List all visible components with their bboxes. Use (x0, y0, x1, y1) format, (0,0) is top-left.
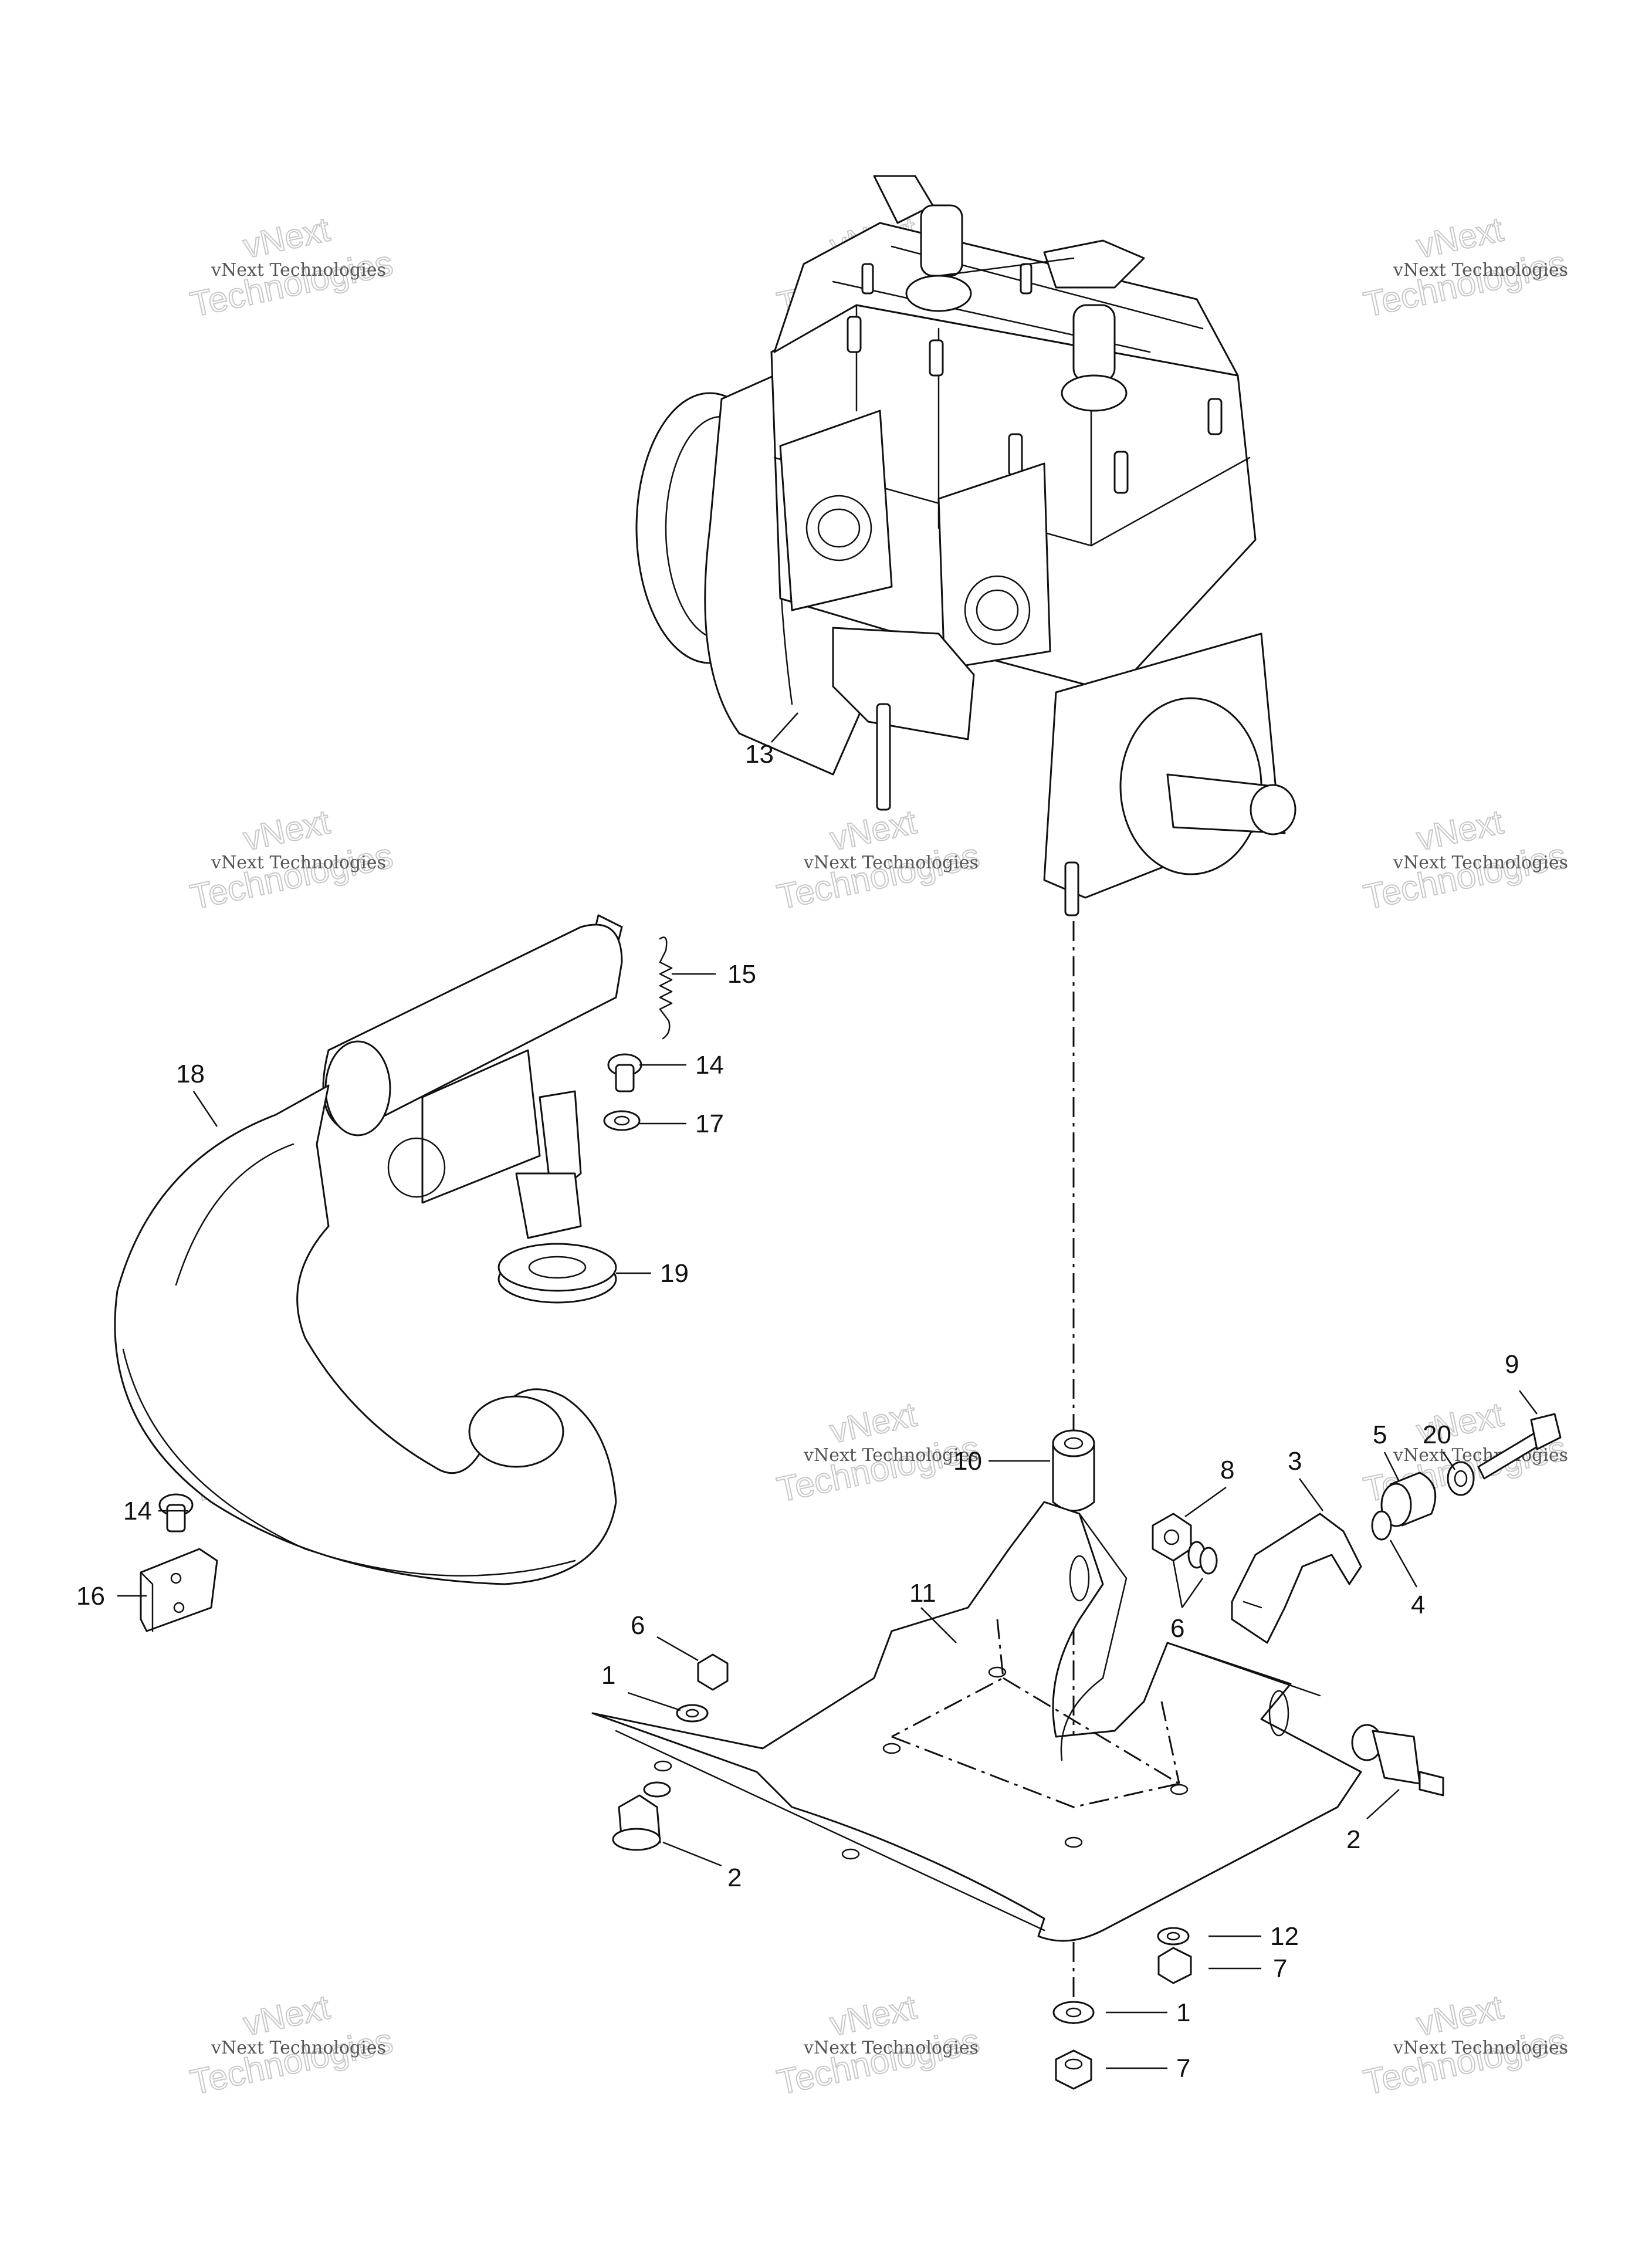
svg-text:vNext Technologies: vNext Technologies (211, 260, 386, 280)
callout-11: 11 (909, 1579, 936, 1608)
svg-text:vNext Technologies: vNext Technologies (803, 2038, 979, 2058)
muffler-part-18 (114, 914, 623, 1585)
callout-18: 18 (176, 1060, 205, 1088)
callout-7-upper: 7 (1273, 1954, 1287, 1983)
callout-14-lower: 14 (123, 1497, 152, 1525)
bolt-part-9 (1477, 1413, 1562, 1480)
head-bolts (847, 263, 1223, 494)
washer-part-1-upper (676, 1704, 709, 1723)
washer-part-4 (1371, 1510, 1392, 1541)
exhaust-ports (779, 410, 1051, 670)
nut-part-6 (697, 1653, 729, 1691)
callout-12: 12 (1270, 1922, 1299, 1951)
watermark-mid-left: Technologies vNext vNext Technologies (187, 802, 397, 917)
fuel-fittings (873, 175, 1145, 412)
callout-10: 10 (953, 1447, 982, 1476)
callout-6-right: 6 (1170, 1614, 1184, 1643)
callout-13: 13 (745, 740, 774, 769)
callout-2-right: 2 (1346, 1825, 1360, 1854)
watermark-lower-center: Technologies vNext vNext Technologies (773, 1395, 984, 1510)
svg-text:vNext Technologies: vNext Technologies (1393, 2038, 1568, 2058)
callout-labels: 13 15 14 18 17 19 9 20 5 10 8 3 14 4 11 … (76, 740, 1519, 2083)
svg-text:vNext Technologies: vNext Technologies (803, 853, 979, 873)
bracket-part-3 (1231, 1513, 1362, 1644)
callout-17: 17 (695, 1109, 724, 1138)
rubber-mount-part-2-left (612, 1781, 671, 1851)
pto-shaft (1043, 632, 1296, 899)
callout-7-lower: 7 (1176, 2054, 1190, 2083)
svg-text:vNext Technologies: vNext Technologies (803, 1445, 979, 1466)
bushing-part-20 (1447, 1461, 1475, 1496)
lock-washers-part-6 (1187, 1541, 1218, 1575)
pin-part-14-upper (607, 1053, 642, 1092)
svg-text:vNext Technologies: vNext Technologies (211, 2038, 386, 2058)
callout-3: 3 (1288, 1447, 1302, 1476)
svg-text:vNext Technologies: vNext Technologies (211, 853, 386, 873)
callout-15: 15 (727, 960, 756, 989)
watermark-top-right: Technologies vNext vNext Technologies (1360, 209, 1570, 324)
callout-6-left: 6 (631, 1611, 645, 1640)
watermark-mid-center: Technologies vNext vNext Technologies (773, 802, 984, 917)
grommet-part-19 (497, 1243, 617, 1304)
washer-part-12 (1157, 1927, 1190, 1946)
washer-part-1-lower (1052, 2001, 1095, 2024)
svg-text:vNext Technologies: vNext Technologies (1393, 853, 1568, 873)
svg-text:vNext Technologies: vNext Technologies (1393, 1445, 1568, 1466)
pin-part-14-lower (158, 1493, 194, 1533)
callout-2-left: 2 (727, 1863, 742, 1892)
leader-lines (117, 712, 1538, 2069)
rubber-mount-part-2-right (1351, 1724, 1444, 1797)
mount-plate-part-11 (591, 1501, 1362, 1942)
callout-1-lower: 1 (1176, 1998, 1190, 2027)
watermark-bottom-center: Technologies vNext vNext Technologies (773, 1987, 984, 2102)
callout-16: 16 (76, 1582, 105, 1611)
engine-part-13 (635, 175, 1296, 916)
callout-5: 5 (1373, 1420, 1387, 1449)
callout-14-upper: 14 (695, 1051, 724, 1080)
spring-part-15 (659, 936, 673, 1040)
nut-part-7-upper (1157, 1947, 1192, 1984)
watermark-bottom-left: Technologies vNext vNext Technologies (187, 1987, 397, 2102)
callout-20: 20 (1423, 1420, 1451, 1449)
callout-1-upper: 1 (601, 1661, 615, 1690)
watermark-top-left: Technologies vNext vNext Technologies (187, 209, 397, 324)
nut-part-7-lower (1055, 2049, 1092, 2090)
watermark-bottom-right: Technologies vNext vNext Technologies (1360, 1987, 1570, 2102)
bushing-part-10 (1052, 1429, 1095, 1512)
callout-8: 8 (1220, 1456, 1234, 1484)
washer-part-17 (603, 1110, 641, 1131)
callout-4: 4 (1411, 1591, 1425, 1619)
callout-9: 9 (1505, 1350, 1519, 1379)
callout-19: 19 (660, 1259, 689, 1288)
svg-text:vNext Technologies: vNext Technologies (1393, 260, 1568, 280)
bracket-part-16 (140, 1548, 218, 1632)
engine-studs (876, 703, 1079, 916)
watermark-mid-right: Technologies vNext vNext Technologies (1360, 802, 1570, 917)
nut-part-8 (1152, 1513, 1192, 1562)
